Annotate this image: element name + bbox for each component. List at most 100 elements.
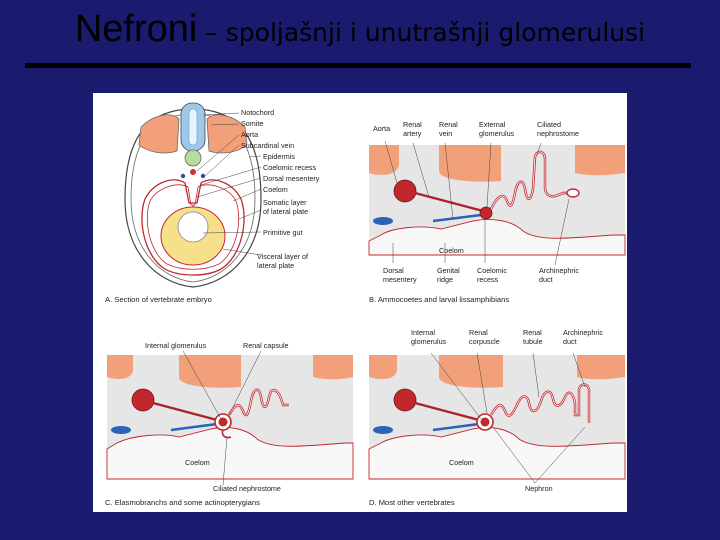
label-coelomic-recess-b-1: Coelomic xyxy=(477,266,507,275)
internal-glomerulus-d xyxy=(480,417,490,427)
title-main: Nefroni xyxy=(74,8,198,50)
label-nephron: Nephron xyxy=(525,484,553,493)
label-renal-artery-b-1: Renal xyxy=(403,120,422,129)
label-coelom-a: Coelom xyxy=(263,185,288,194)
label-renal-corpuscle-2: corpuscle xyxy=(469,337,500,346)
label-internal-glomerulus-d-1: Internal xyxy=(411,328,435,337)
primitive-gut xyxy=(177,211,209,243)
label-renal-vein-b-1: Renal xyxy=(439,120,458,129)
coelom-b xyxy=(368,219,626,256)
slide-title: Nefroni – spoljašnji i unutrašnji glomer… xyxy=(0,8,720,51)
panel-c-leader-lines xyxy=(182,350,262,486)
nephrostome-c xyxy=(221,429,232,439)
label-coelom-d: Coelom xyxy=(449,458,474,467)
label-epidermis: Epidermis xyxy=(263,152,295,161)
panel-c: Internal glomerulus Renal capsule Coelom… xyxy=(105,341,354,507)
label-archinephric-duct-b-2: duct xyxy=(539,275,553,284)
panel-c-notochord-block xyxy=(179,355,241,388)
panel-d-right-block xyxy=(577,355,625,380)
subcardinal-vein-right xyxy=(200,173,206,179)
label-dorsal-mesentery-b-1: Dorsal xyxy=(383,266,404,275)
renal-vein-d xyxy=(432,422,480,432)
nephron-diagram: Notochord Somite Aorta Subcardinal vein … xyxy=(105,102,626,507)
aorta-d xyxy=(393,388,417,412)
somite-left xyxy=(138,114,180,154)
renal-vein-c xyxy=(170,422,218,432)
label-internal-glomerulus-d-2: glomerulus xyxy=(411,337,447,346)
panel-b-left-block xyxy=(369,145,399,175)
label-renal-corpuscle-1: Renal xyxy=(469,328,488,337)
renal-vein-b xyxy=(432,213,482,223)
nephron-figure: Notochord Somite Aorta Subcardinal vein … xyxy=(93,93,627,512)
panel-b-leader-lines xyxy=(384,140,570,266)
internal-glomerulus-c xyxy=(218,417,228,427)
label-ciliated-nephrostome-c: Ciliated nephrostome xyxy=(213,484,281,493)
panel-d: Internal glomerulus Renal corpuscle Rena… xyxy=(368,328,626,507)
label-renal-vein-b-2: vein xyxy=(439,129,452,138)
caption-d: D. Most other vertebrates xyxy=(369,498,455,507)
external-glomerulus-b xyxy=(479,206,493,220)
title-subtitle: – spoljašnji i unutrašnji glomerulusi xyxy=(197,18,646,47)
panel-d-leader-lines xyxy=(430,352,586,484)
somite-right xyxy=(206,114,248,154)
aorta-a xyxy=(190,169,196,175)
tubule-c-lumen xyxy=(228,389,289,416)
label-external-glomerulus-2: glomerulus xyxy=(479,129,515,138)
label-archinephric-duct-d-2: duct xyxy=(563,337,577,346)
label-dorsal-mesentery-a: Dorsal mesentery xyxy=(263,174,320,183)
epidermis xyxy=(130,113,256,283)
panel-b: Aorta Renal artery Renal vein External g… xyxy=(368,120,626,304)
label-genital-ridge-1: Genital xyxy=(437,266,460,275)
title-underline xyxy=(25,63,691,68)
label-ciliated-nephrostome-b-2: nephrostome xyxy=(537,129,579,138)
label-coelom-c: Coelom xyxy=(185,458,210,467)
label-aorta-a: Aorta xyxy=(241,130,258,139)
caption-c: C. Elasmobranchs and some actinopterygia… xyxy=(105,498,260,507)
coelom-inner xyxy=(146,184,240,270)
label-archinephric-duct-b-1: Archinephric xyxy=(539,266,579,275)
label-visceral-layer-2: lateral plate xyxy=(257,261,294,270)
label-external-glomerulus-1: External xyxy=(479,120,506,129)
vein-oval-c xyxy=(111,426,131,434)
subcardinal-vein-left xyxy=(180,173,186,179)
label-coelomic-recess-b-2: recess xyxy=(477,275,499,284)
renal-artery-c xyxy=(152,401,218,422)
notochord xyxy=(184,149,202,167)
panel-a: Notochord Somite Aorta Subcardinal vein … xyxy=(105,102,320,304)
label-renal-tubule-2: tubule xyxy=(523,337,543,346)
label-renal-capsule-c: Renal capsule xyxy=(243,341,289,350)
panel-c-right-block xyxy=(313,355,353,380)
label-renal-artery-b-2: artery xyxy=(403,129,422,138)
label-notochord: Notochord xyxy=(241,108,274,117)
label-somatic-layer-2: of lateral plate xyxy=(263,207,308,216)
ciliated-nephrostome-b xyxy=(566,188,580,198)
panel-b-right-block xyxy=(575,145,625,176)
tubule-b-lumen xyxy=(490,151,567,210)
panel-d-notochord-block xyxy=(439,355,503,388)
label-primitive-gut: Primitive gut xyxy=(263,228,303,237)
panel-d-left-block xyxy=(369,355,397,379)
vein-oval-d xyxy=(373,426,393,434)
vein-oval-b xyxy=(373,217,393,225)
renal-artery-d xyxy=(414,401,480,422)
label-coelomic-recess-a: Coelomic recess xyxy=(263,163,317,172)
label-somite: Somite xyxy=(241,119,263,128)
aorta-c xyxy=(131,388,155,412)
renal-artery-b xyxy=(414,191,484,213)
tubule-d-lumen xyxy=(490,384,590,423)
label-somatic-layer-1: Somatic layer xyxy=(263,198,307,207)
aorta-b xyxy=(393,179,417,203)
label-coelom-b: Coelom xyxy=(439,246,464,255)
label-visceral-layer-1: Visceral layer of xyxy=(257,252,308,261)
caption-b: B. Ammocoetes and larval lissamphibians xyxy=(369,295,509,304)
coelom-d xyxy=(368,427,626,480)
label-renal-tubule-1: Renal xyxy=(523,328,542,337)
label-ciliated-nephrostome-b-1: Ciliated xyxy=(537,120,561,129)
label-subcardinal-vein: Subcardinal vein xyxy=(241,141,294,150)
label-dorsal-mesentery-b-2: mesentery xyxy=(383,275,417,284)
coelom-c xyxy=(106,427,354,480)
panel-a-leader-lines xyxy=(196,112,262,256)
label-aorta-b: Aorta xyxy=(373,124,390,133)
panel-b-notochord-block xyxy=(439,145,501,182)
